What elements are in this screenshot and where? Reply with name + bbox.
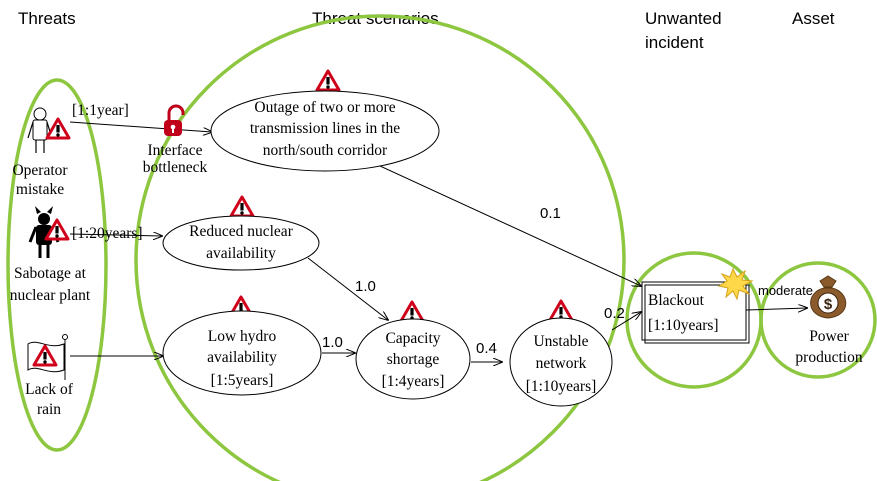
- capacity-label-1: Capacity: [385, 330, 440, 347]
- header-threat-scenarios: Threat scenarios: [312, 9, 439, 28]
- hydro-label-3: [1:5years]: [211, 372, 274, 389]
- asset-label-2: production: [795, 349, 862, 366]
- hydro-label-1: Low hydro: [208, 328, 277, 345]
- unstable-label-1: Unstable: [533, 333, 588, 350]
- saboteur-icon: [28, 206, 60, 258]
- svg-text:$: $: [824, 296, 833, 313]
- hydro-label-2: availability: [207, 349, 277, 366]
- edge-operator-to-outage: [69, 121, 212, 132]
- explosion-icon: [717, 267, 754, 301]
- capacity-label-2: shortage: [387, 351, 440, 368]
- prob-reduced-capacity: 1.0: [355, 278, 376, 295]
- sabotage-label-1: Sabotage at: [14, 265, 87, 282]
- outage-label-1: Outage of two or more: [254, 99, 395, 116]
- edge-blackout-to-asset: [745, 308, 807, 310]
- outage-label-2: transmission lines in the: [250, 120, 400, 137]
- rain-label-2: rain: [37, 401, 61, 418]
- unstable-label-3: [1:10years]: [526, 378, 597, 395]
- edge-reduced-to-capacity: [307, 257, 388, 320]
- operator-person-icon: [27, 107, 53, 153]
- operator-likelihood: [1:1year]: [72, 102, 129, 119]
- sabotage-label-2: nuclear plant: [10, 287, 91, 304]
- capacity-label-3: [1:4years]: [382, 373, 445, 390]
- warning-icon: [399, 300, 425, 323]
- asset-group-outline: [759, 261, 877, 379]
- operator-label-2: mistake: [16, 181, 64, 198]
- sabotage-likelihood: [1:20years]: [72, 225, 143, 242]
- warning-icon: [229, 195, 255, 218]
- asset-label-1: Power: [809, 328, 849, 345]
- incident-label-2: [1:10years]: [648, 317, 719, 334]
- prob-capacity-unstable: 0.4: [476, 340, 497, 357]
- outage-label-3: north/south corridor: [263, 142, 388, 159]
- reduced-label-1: Reduced nuclear: [189, 223, 294, 240]
- reduced-label-2: availability: [206, 245, 276, 262]
- prob-outage-blackout: 0.1: [540, 205, 561, 222]
- scenario-capacity-shortage: [355, 318, 471, 400]
- edge-unstable-to-blackout: [611, 312, 641, 331]
- rain-label-1: Lack of: [25, 381, 74, 398]
- incident-label-1: Blackout: [648, 292, 705, 309]
- prob-unstable-blackout: 0.2: [604, 305, 625, 322]
- header-threats: Threats: [18, 9, 76, 28]
- open-lock-icon: [164, 104, 185, 136]
- incident-shadow: [644, 284, 750, 344]
- money-bag-icon: $: [810, 275, 847, 319]
- consequence-label: moderate: [758, 283, 813, 298]
- threats-group-outline: [6, 78, 108, 452]
- warning-icon: [45, 117, 71, 140]
- scenario-unstable-network: [509, 317, 613, 407]
- scenario-low-hydro: [162, 310, 322, 396]
- operator-label-1: Operator: [12, 162, 68, 179]
- scenario-reduced-nuclear: [162, 215, 320, 271]
- warning-icon: [315, 69, 341, 92]
- prob-hydro-capacity: 1.0: [322, 334, 343, 351]
- header-unwanted: Unwanted: [645, 9, 722, 28]
- scenario-outage: [210, 90, 440, 172]
- edge-outage-to-blackout: [379, 165, 641, 286]
- header-asset: Asset: [792, 9, 835, 28]
- unstable-label-2: network: [536, 355, 587, 372]
- header-incident: incident: [645, 33, 704, 52]
- vulnerability-label-1: Interface: [147, 142, 202, 159]
- warning-icon: [548, 299, 574, 322]
- edge-sabotage-to-reduced: [69, 234, 162, 236]
- vulnerability-label-2: bottleneck: [143, 159, 208, 176]
- threat-scenarios-group-outline: [134, 14, 626, 481]
